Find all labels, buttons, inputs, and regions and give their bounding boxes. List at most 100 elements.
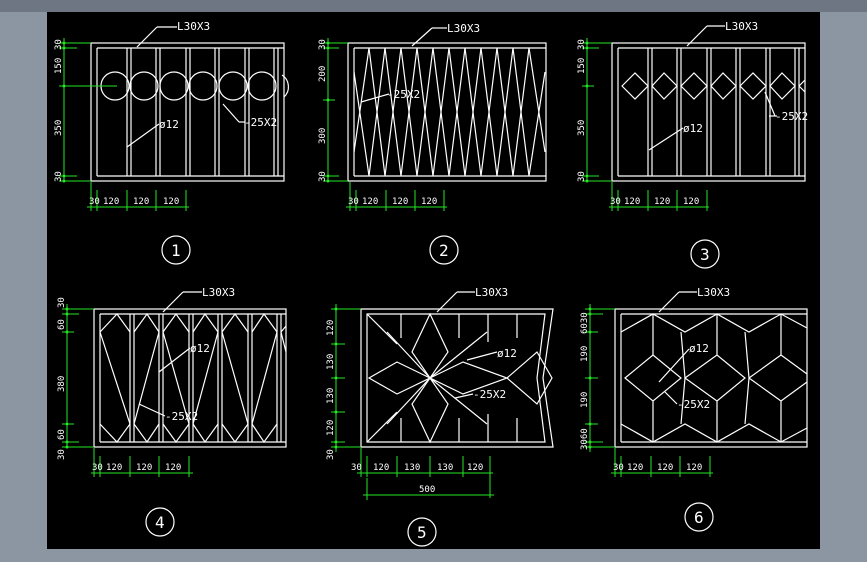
svg-text:30: 30 [577, 171, 587, 182]
panel-5-frame [360, 308, 554, 448]
panel-3-diamonds [621, 72, 806, 100]
svg-text:6030: 6030 [580, 312, 590, 334]
svg-text:300: 300 [318, 128, 328, 144]
svg-text:120: 120 [657, 463, 673, 473]
svg-text:30: 30 [318, 39, 328, 50]
svg-text:30: 30 [57, 449, 67, 460]
panel-3-flat-label: -25X2 [775, 110, 808, 123]
svg-text:130: 130 [326, 354, 336, 370]
svg-text:30: 30 [318, 171, 328, 182]
panel-4-angle-label: L30X3 [202, 286, 235, 299]
panel-6-number: 6 [694, 508, 704, 527]
svg-text:60: 60 [57, 429, 67, 440]
panel-5-bar-label: ø12 [497, 347, 517, 360]
svg-text:30: 30 [348, 197, 359, 207]
svg-text:120: 120 [103, 197, 119, 207]
svg-text:120: 120 [326, 320, 336, 336]
panel-1-number-circle [161, 235, 191, 265]
svg-text:120: 120 [362, 197, 378, 207]
panel-5-vdim: 120 130 130 120 30 [326, 304, 361, 460]
svg-text:30: 30 [89, 197, 100, 207]
window-top-bar [0, 0, 867, 12]
panel-3-hdim: 30 120 120 120 [609, 182, 709, 211]
panel-3-bars [647, 48, 800, 176]
svg-text:130: 130 [404, 463, 420, 473]
panel-4-number: 4 [155, 513, 165, 532]
svg-text:190: 190 [580, 392, 590, 408]
panel-6-flat-label: -25X2 [677, 398, 710, 411]
svg-text:120: 120 [683, 197, 699, 207]
panel-3-frame [611, 42, 806, 182]
svg-text:120: 120 [165, 463, 181, 473]
panel-6-number-circle [684, 502, 714, 532]
svg-text:30: 30 [92, 463, 103, 473]
svg-text:130: 130 [326, 388, 336, 404]
panel-6-hdim: 30 120 120 120 [611, 448, 713, 477]
panel-5-number: 5 [417, 523, 427, 542]
panel-1: L30X3 ø12 -25X2 30 150 350 30 30 120 120… [54, 20, 290, 265]
panel-5-total-dim: 500 [419, 485, 435, 495]
panel-1-bar-label: ø12 [159, 118, 179, 131]
cad-drawing-canvas[interactable]: L30X3 ø12 -25X2 30 150 350 30 30 120 120… [47, 12, 820, 549]
panel-1-vdim: 30 150 350 30 [54, 38, 91, 183]
svg-text:30: 30 [610, 197, 621, 207]
panel-3: L30X3 ø12 -25X2 30 150 350 30 30 120 120… [577, 20, 808, 269]
panel-2-zigzag [353, 47, 546, 177]
panel-2-frame [347, 42, 547, 182]
panel-4-hdim: 30 120 120 120 [91, 448, 193, 477]
panel-6-frame [614, 308, 808, 448]
svg-text:120: 120 [624, 197, 640, 207]
svg-text:380: 380 [57, 376, 67, 392]
panel-2-vdim: 30 200 300 30 [318, 38, 348, 183]
panel-2-angle-label: L30X3 [447, 22, 480, 35]
panel-1-number: 1 [171, 241, 181, 260]
svg-text:30: 30 [54, 39, 64, 50]
panel-4-vdim: 30 60 380 60 30 [57, 297, 94, 460]
panel-4-number-circle [145, 507, 175, 537]
panel-4: L30X3 ø12 -25X2 30 60 380 60 30 30 120 1… [57, 286, 287, 537]
panel-6: L30X3 ø12 -25X2 6030 190 190 3060 30 120… [580, 286, 808, 532]
panel-3-number: 3 [700, 245, 710, 264]
panel-6-bar-label: ø12 [689, 342, 709, 355]
panel-1-flat-label: -25X2 [244, 116, 277, 129]
svg-text:30: 30 [54, 171, 64, 182]
panel-3-bar-label: ø12 [683, 122, 703, 135]
svg-text:200: 200 [318, 66, 328, 82]
panel-5: L30X3 ø12 -25X2 120 130 130 120 30 30 12… [326, 286, 554, 547]
panel-2-flat-label: -25X2 [387, 88, 420, 101]
panel-4-frame [93, 308, 287, 448]
svg-text:120: 120 [686, 463, 702, 473]
svg-text:120: 120 [467, 463, 483, 473]
panel-6-lattice [620, 313, 808, 443]
svg-text:120: 120 [133, 197, 149, 207]
svg-text:130: 130 [437, 463, 453, 473]
panel-4-bar-label: ø12 [190, 342, 210, 355]
panel-2-number: 2 [439, 241, 449, 260]
svg-text:3060: 3060 [580, 428, 590, 450]
svg-text:60: 60 [57, 319, 67, 330]
svg-text:150: 150 [577, 58, 587, 74]
panel-1-rings [100, 71, 290, 101]
panel-2-number-circle [429, 235, 459, 265]
svg-text:350: 350 [577, 120, 587, 136]
svg-text:120: 120 [654, 197, 670, 207]
svg-text:30: 30 [57, 297, 67, 308]
panel-4-lattice [99, 312, 287, 444]
svg-text:120: 120 [163, 197, 179, 207]
panel-4-bars [129, 314, 282, 442]
panel-5-hdim: 30 120 130 130 120 500 [351, 448, 494, 500]
panel-2-hdim: 30 120 120 120 [346, 182, 447, 211]
svg-text:150: 150 [54, 58, 64, 74]
svg-text:30: 30 [613, 463, 624, 473]
svg-text:120: 120 [373, 463, 389, 473]
panel-5-number-circle [407, 517, 437, 547]
svg-text:30: 30 [577, 39, 587, 50]
panel-6-angle-label: L30X3 [697, 286, 730, 299]
panel-1-hdim: 30 120 120 120 [87, 182, 189, 211]
svg-text:120: 120 [392, 197, 408, 207]
panel-5-flat-label: -25X2 [473, 388, 506, 401]
panel-4-flat-label: -25X2 [165, 410, 198, 423]
svg-text:120: 120 [106, 463, 122, 473]
drawing-svg: L30X3 ø12 -25X2 30 150 350 30 30 120 120… [54, 20, 808, 547]
panel-3-angle-label: L30X3 [725, 20, 758, 33]
